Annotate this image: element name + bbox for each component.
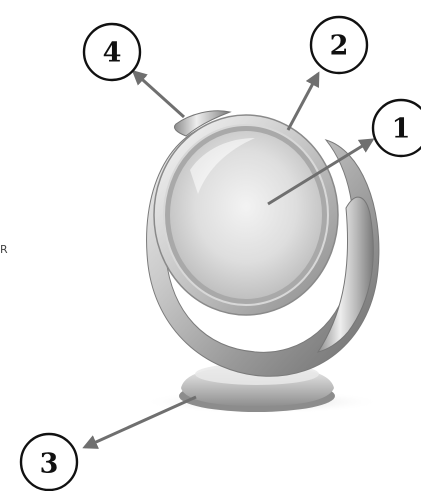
arrow-3 <box>85 397 196 447</box>
edge-glyph: R <box>0 243 8 256</box>
callout-1: 1 <box>373 100 421 156</box>
callout-label-2: 2 <box>330 31 349 62</box>
callout-label-1: 1 <box>392 114 411 145</box>
callout-label-3: 3 <box>40 449 59 480</box>
arrow-4 <box>134 72 184 117</box>
arrow-2 <box>288 74 318 130</box>
callout-4: 4 <box>84 24 140 80</box>
callout-label-4: 4 <box>103 38 122 69</box>
callout-3: 3 <box>21 434 77 490</box>
mirror-glass <box>170 131 322 299</box>
callout-2: 2 <box>311 17 367 73</box>
